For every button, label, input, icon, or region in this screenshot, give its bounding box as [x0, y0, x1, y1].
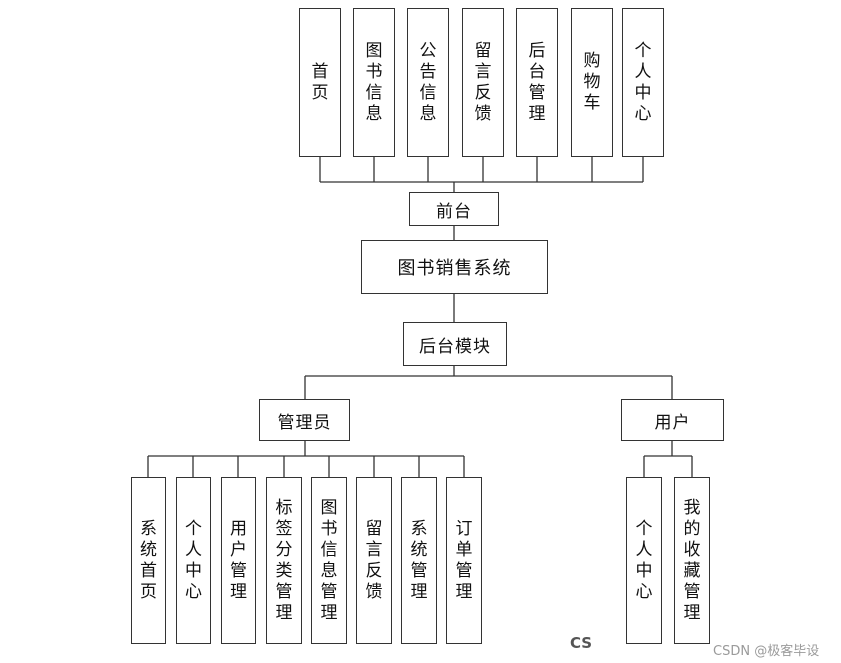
admin-module-personal-center: 个人中心: [176, 477, 211, 644]
front-module-book-info: 图书信息: [353, 8, 395, 157]
watermark-left: CS: [570, 634, 593, 652]
user-node: 用户: [621, 399, 724, 441]
admin-module-tag-category-management: 标签分类管理: [266, 477, 302, 644]
front-module-admin-entry: 后台管理: [516, 8, 558, 157]
admin-module-feedback: 留言反馈: [356, 477, 392, 644]
user-module-favorites-management: 我的收藏管理: [674, 477, 710, 644]
admin-module-system-management: 系统管理: [401, 477, 437, 644]
frontend-node: 前台: [409, 192, 499, 226]
admin-module-system-home: 系统首页: [131, 477, 166, 644]
admin-module-order-management: 订单管理: [446, 477, 482, 644]
front-module-personal-center: 个人中心: [622, 8, 664, 157]
front-module-announcements: 公告信息: [407, 8, 449, 157]
admin-module-user-management: 用户管理: [221, 477, 256, 644]
backend-node: 后台模块: [403, 322, 507, 366]
user-module-personal-center: 个人中心: [626, 477, 662, 644]
front-module-feedback: 留言反馈: [462, 8, 504, 157]
front-module-cart: 购物车: [571, 8, 613, 157]
system-root-node: 图书销售系统: [361, 240, 548, 294]
front-module-home: 首页: [299, 8, 341, 157]
admin-node: 管理员: [259, 399, 350, 441]
watermark-right: CSDN @极客毕设: [713, 644, 820, 659]
admin-module-book-info-management: 图书信息管理: [311, 477, 347, 644]
